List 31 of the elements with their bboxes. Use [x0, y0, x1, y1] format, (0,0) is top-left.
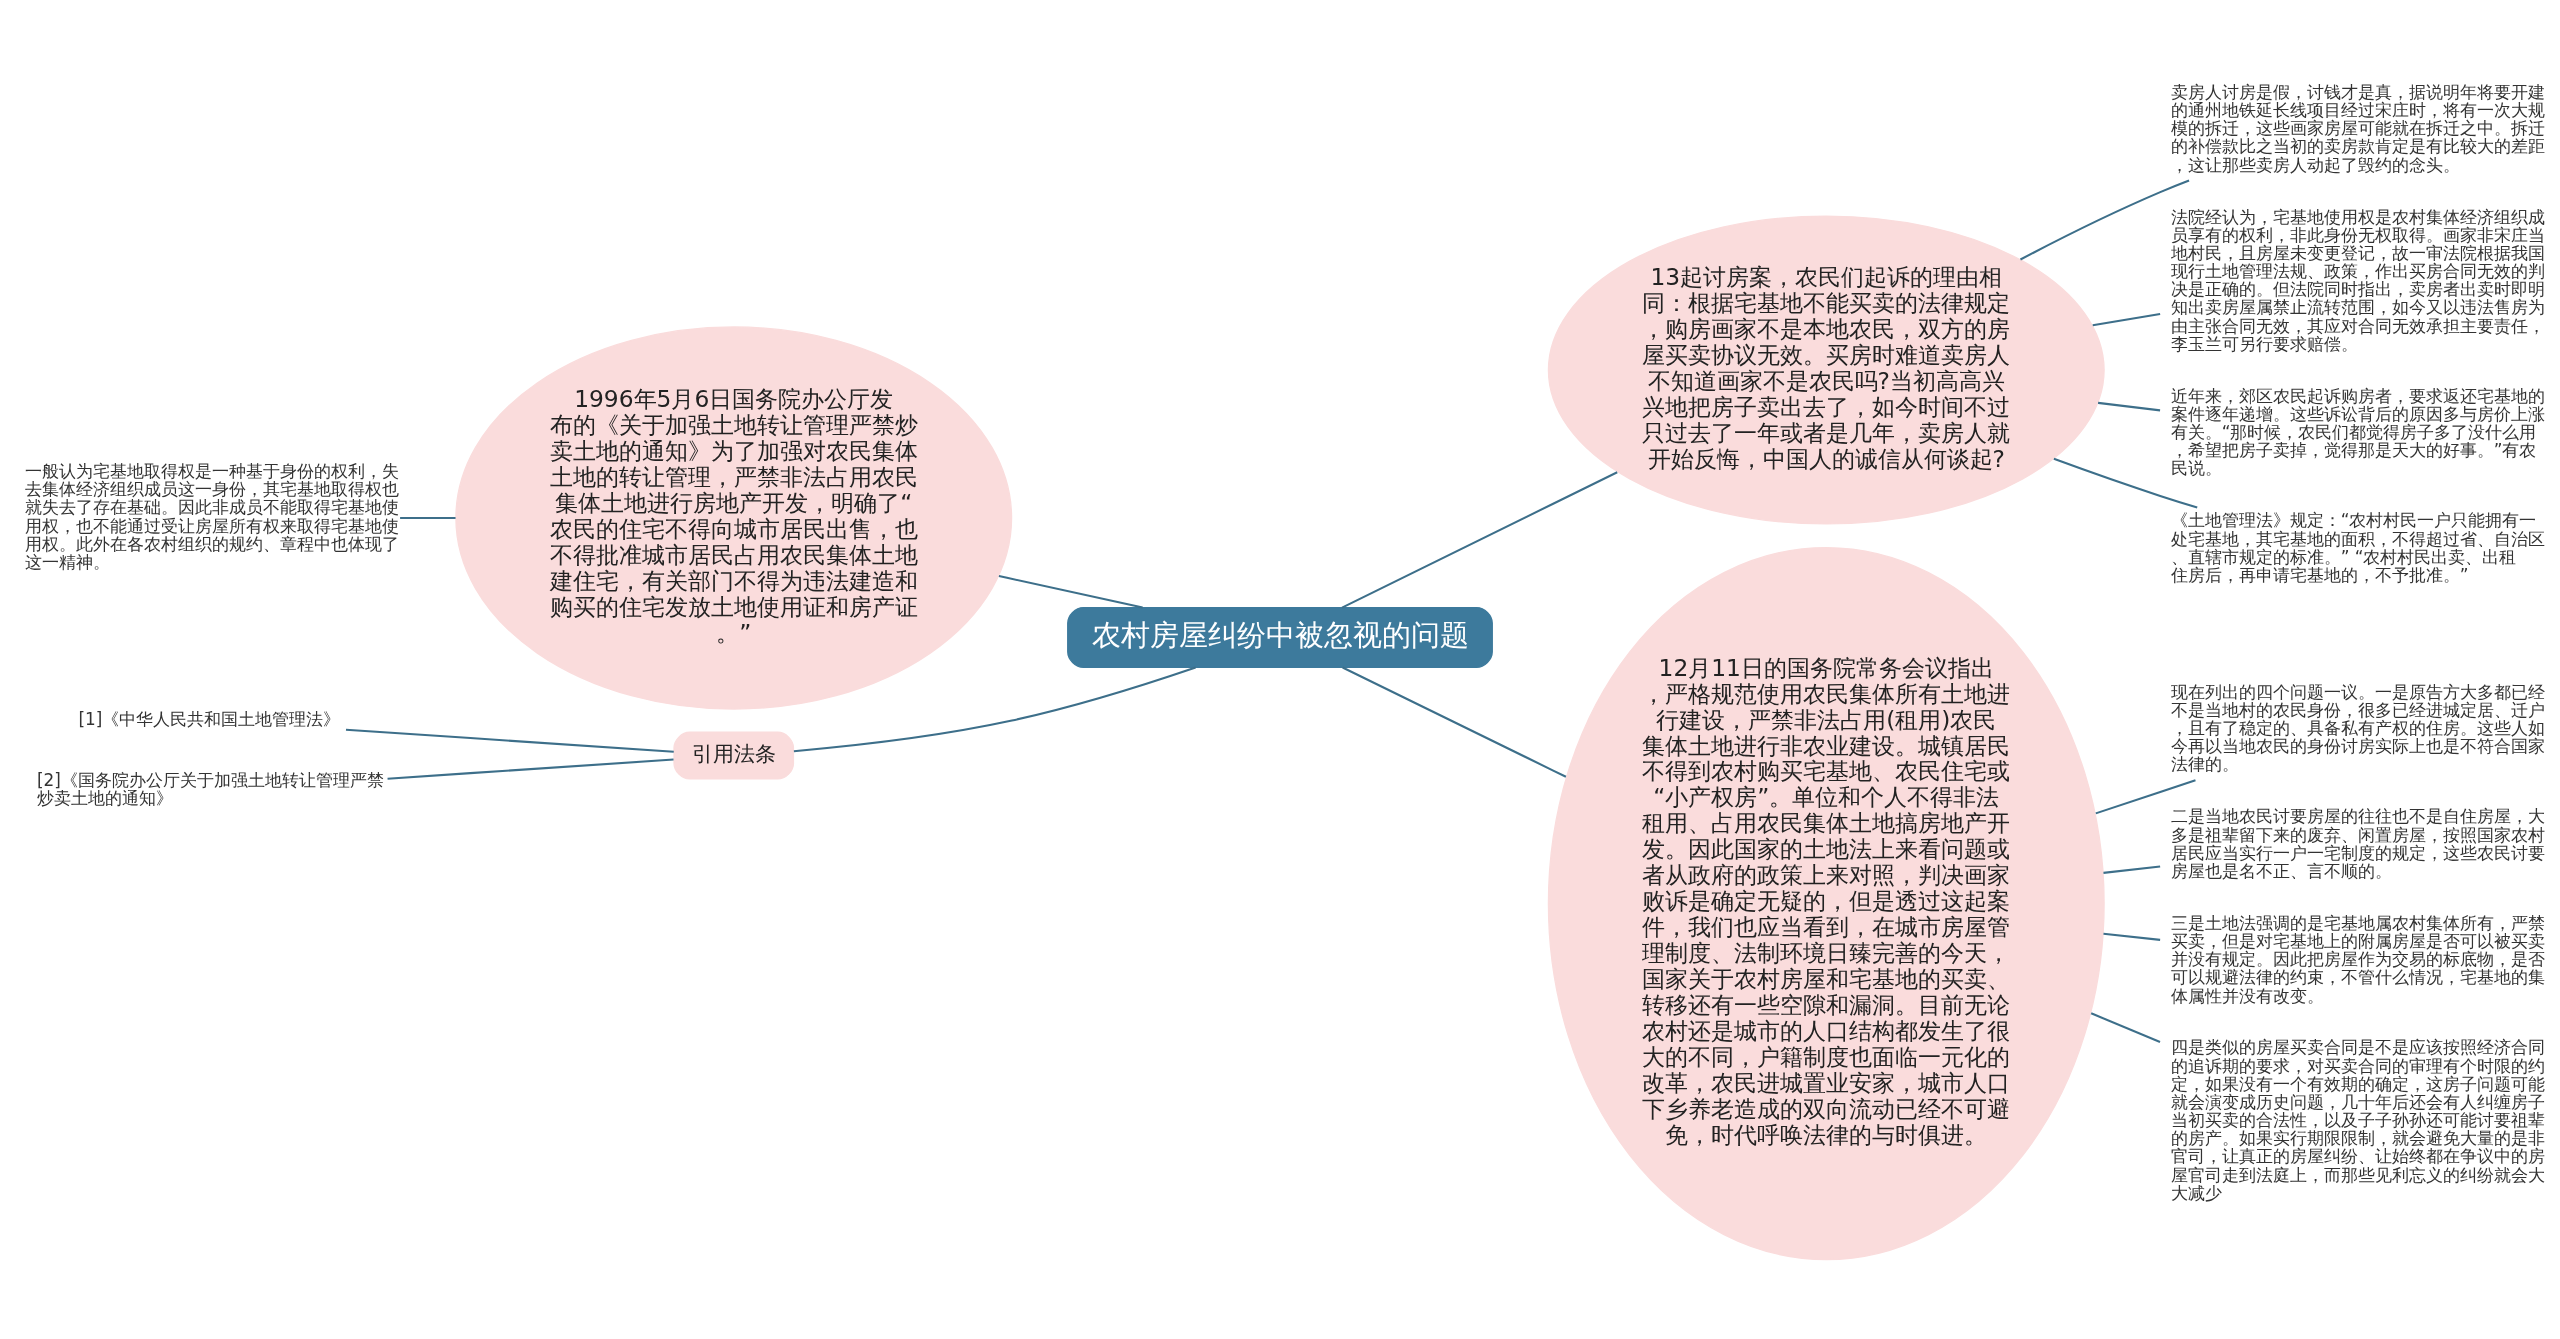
- connector: [2053, 457, 2198, 509]
- node-text: 《土地管理法》规定：“农村村民一户只能拥有一处宅基地，其宅基地的面积，不得超过省、自治区、直辖市规定的标准。” “农村村民出卖、出租住房后，再申请宅基地的，不予批准。”: [2170, 510, 2545, 585]
- connector: [2097, 401, 2161, 412]
- connector: [793, 666, 1196, 753]
- node-ellipse: 12月11日的国务院常务会议指出，严格规范使用农民集体所有土地进行建设，严禁非法占用(租用)农民集体土地进行非农业建设。城镇居民不得到农村购买宅基地、农民住宅或“小产权房”。单位和个人不得非法租用、占用农民集体土地搞房地产开发。因此国家的土地法上来看问题或者从政府的政策上来对照，判决画家败诉是确定无疑的，但是透过这起案件，我们也应当看到，在城市房屋管理制度、法制环境日臻完善的今天，国家关于农村房屋和宅基地的买卖、转移还有一些空隙和漏洞。目前无论农村还是城市的人口结构都发生了很大的不同，户籍制度也面临一元化的改革，农民进城置业安家，城市人口下乡养老造成的双向流动已经不可避免，时代呼唤法律的与时俱进。: [1547, 546, 2105, 1261]
- connector: [2103, 932, 2161, 941]
- connector: [387, 758, 674, 780]
- node-text: 四是类似的房屋买卖合同是不是应该按照经济合同的追诉期的要求，对买卖合同的审理有个时限的约定，如果没有一个有效期的确定，这房子问题可能就会演变成历史问题，几十年后还会有人纠缠房子当初买卖的合法性，以及子子孙孙还可能讨要祖辈的房产。如果实行期限限制，就会避免大量的是非官司，让真正的房屋纠纷、让始终都在争议中的房屋官司走到法庭上，而那些见利忘义的纠纷就会大大减少: [2170, 1037, 2545, 1203]
- connector: [1342, 666, 1567, 778]
- node-text: 二是当地农民讨要房屋的往往也不是自住房屋，大多是祖辈留下来的废弃、闲置房屋，按照国家农村居民应当实行一户一宅制度的规定，这些农民讨要房屋也是名不正、言不顺的。: [2170, 806, 2545, 881]
- node-text: 现在列出的四个问题一议。一是原告方大多都已经不是当地村的农民身份，很多已经进城定居、迁户，且有了稳定的、具备私有产权的住房。这些人如今再以当地农民的身份讨房实际上也是不符合国家法律的。: [2170, 681, 2545, 775]
- connector: [1341, 471, 1618, 609]
- node-ellipse: 13起讨房案，农民们起诉的理由相同：根据宅基地不能买卖的法律规定，购房画家不是本地农民，双方的房屋买卖协议无效。买房时难道卖房人不知道画家不是农民吗?当初高高兴兴地把房子卖出去了，如今时间不过只过去了一年或者是几年，卖房人就开始反悔，中国人的诚信从何谈起?: [1547, 215, 2105, 525]
- connector: [2092, 312, 2161, 327]
- node-box: 引用法条: [673, 731, 795, 780]
- connector: [400, 517, 456, 520]
- connector: [2019, 179, 2190, 261]
- node-text: 近年来，郊区农民起诉购房者，要求返还宅基地的案件逐年递增。这些诉讼背后的原因多与房价上涨有关。“那时候，农民们都觉得房子多了没什么用，希望把房子卖掉，觉得那是天大的好事。”有农民说。: [2170, 385, 2545, 479]
- connector: [2103, 865, 2161, 874]
- node-text: 一般认为宅基地取得权是一种基于身份的权利，失去集体经济组织成员这一身份，其宅基地取得权也就失去了存在基础。因此非成员不能取得宅基地使用权，也不能通过受让房屋所有权来取得宅基地使用权。此外在各农村组织的规约、章程中也体现了这一精神。: [24, 460, 399, 572]
- node-text: 法院经认为，宅基地使用权是农村集体经济组织成员享有的权利，非此身份无权取得。画家非宋庄当地村民，且房屋未变更登记，故一审法院根据我国现行土地管理法规、政策，作出买房合同无效的判决是正确的。但法院同时指出，卖房者出卖时即明知出卖房屋属禁止流转范围，如今又以违法售房为由主张合同无效，其应对合同无效承担主要责任，李玉兰可另行要求赔偿。: [2170, 206, 2545, 354]
- connector: [2095, 779, 2196, 815]
- connector: [345, 728, 674, 753]
- node-text: [2]《国务院办公厅关于加强土地转让管理严禁炒卖土地的通知》: [36, 769, 384, 809]
- node-ellipse: 1996年5月6日国务院办公厅发布的《关于加强土地转让管理严禁炒卖土地的通知》为了加强对农民集体土地的转让管理，严禁非法占用农民集体土地进行房地产开发，明确了“农民的住宅不得向城市居民出售，也不得批准城市居民占用农民集体土地建住宅，有关部门不得为违法建造和购买的住宅发放土地使用证和房产证。”: [455, 326, 1013, 710]
- node-text: 三是土地法强调的是宅基地属农村集体所有，严禁买卖，但是对宅基地上的附属房屋是否可以被买卖并没有规定。因此把房屋作为交易的标底物，是否可以规避法律的约束，不管什么情况，宅基地的集体属性并没有改变。: [2170, 912, 2545, 1006]
- connector: [998, 575, 1143, 609]
- connector: [2090, 1012, 2161, 1043]
- node-box: 农村房屋纠纷中被忽视的问题: [1067, 606, 1493, 668]
- node-text: 卖房人讨房是假，讨钱才是真，据说明年将要开建的通州地铁延长线项目经过宋庄时，将有一次大规模的拆迁，这些画家房屋可能就在拆迁之中。拆迁的补偿款比之当初的卖房款肯定是有比较大的差距，这让那些卖房人动起了毁约的念头。: [2170, 81, 2545, 175]
- node-text: [1]《中华人民共和国土地管理法》: [78, 708, 341, 729]
